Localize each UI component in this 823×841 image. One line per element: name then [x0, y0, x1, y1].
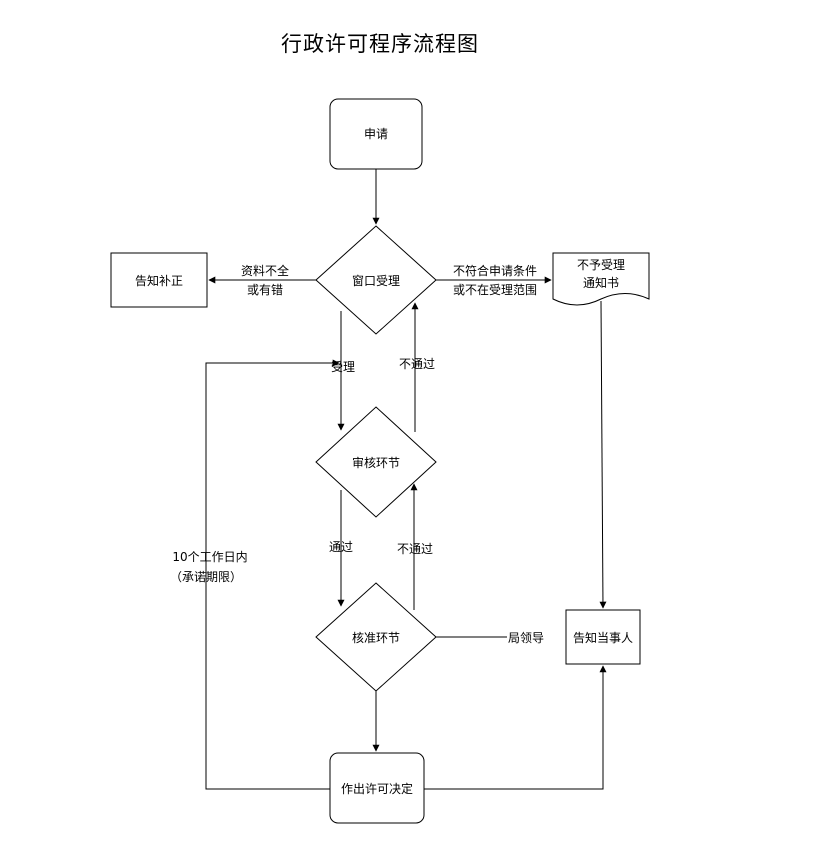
approve-label: 核准环节: [352, 631, 400, 645]
incomplete-label-line1: 资料不全: [241, 263, 289, 278]
accept-label: 受理: [331, 360, 355, 374]
deadline-label-line1: 10个工作日内: [172, 550, 247, 564]
not-accept-label-line1: 不予受理: [577, 258, 625, 272]
nonconform-label-line2: 或不在受理范围: [453, 283, 537, 297]
edge-notaccept-party: [599, 300, 607, 609]
bureau-leader-label: 局领导: [508, 631, 544, 645]
notify-party-label: 告知当事人: [573, 631, 633, 645]
decision-box: [329, 752, 425, 824]
edge-decision-loop: [205, 359, 340, 790]
not-accept-label-line2: 通知书: [583, 276, 619, 290]
notify-supplement-label: 告知补正: [135, 274, 183, 288]
review-label: 审核环节: [352, 455, 400, 470]
nonconform-label-line1: 不符合申请条件: [453, 263, 537, 278]
not-accept-document-shape: [552, 252, 650, 306]
window-diamond: [315, 225, 437, 335]
decision-label: 作出许可决定: [341, 781, 413, 796]
edge-decision-party: [424, 665, 607, 790]
apply-label: 申请: [364, 127, 388, 141]
window-label: 窗口受理: [352, 274, 400, 288]
review-diamond: [315, 406, 437, 518]
diagram-title: 行政许可程序流程图: [281, 32, 479, 56]
notify-party-box: [565, 609, 641, 665]
pass-label: 通过: [329, 540, 353, 554]
incomplete-label-line2: 或有错: [247, 283, 283, 297]
notify-supplement-box: [110, 252, 208, 308]
deadline-label-line2: （承诺期限）: [170, 570, 242, 584]
fail-label-1: 不通过: [399, 357, 435, 371]
fail-label-2: 不通过: [397, 542, 433, 556]
